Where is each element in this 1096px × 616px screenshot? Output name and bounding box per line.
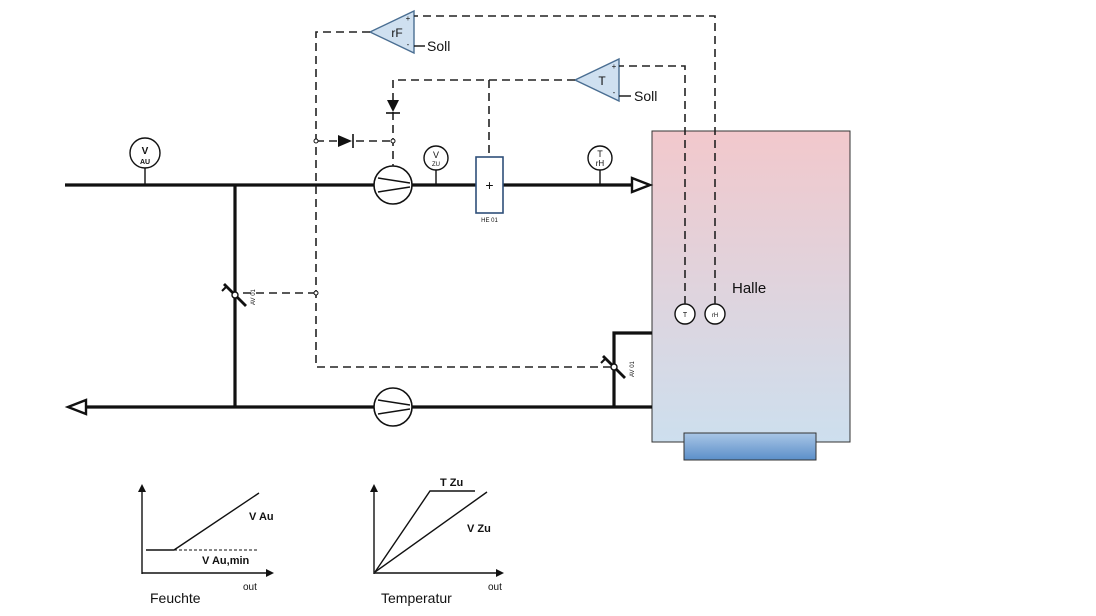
signal-temp-output [392, 79, 575, 100]
junction-node [390, 138, 396, 144]
outside-air-flow-sensor-bottom: AU [140, 159, 150, 166]
outside-air-flow-sensor-top: V [142, 146, 149, 157]
heat-exchanger-tag: HE 01 [481, 218, 498, 224]
temperature-controller-label: T [598, 74, 606, 88]
chart-humidity-curve-1-label: V Au [249, 511, 274, 523]
chart-humidity-x-label: out [243, 582, 257, 593]
chart-temperature-curve-2-label: V Zu [467, 523, 491, 535]
chart-temperature: T Zu V Zu out Temperatur [370, 477, 504, 606]
chart-temperature-curve-1-label: T Zu [440, 477, 463, 489]
supply-air-flow-sensor-bottom: ZU [432, 162, 440, 168]
curve-v-au [146, 492, 260, 551]
supply-temp-sensor-top: T [597, 149, 603, 159]
chart-humidity-caption: Feuchte [150, 590, 201, 606]
signal-hall-humidity [414, 15, 716, 304]
humidity-controller: rF + - Soll [368, 9, 450, 55]
hall-temp-sensor-label: T [683, 312, 688, 319]
mixing-damper [221, 283, 247, 307]
supply-air-flow-sensor-top: V [433, 150, 439, 160]
supply-temp-humidity-sensor: T rH [587, 145, 613, 185]
exhaust-arrow [64, 398, 88, 416]
temperature-controller-plus: + [612, 62, 617, 71]
heat-exchanger-symbol: + [485, 177, 493, 193]
humidity-controller-plus: + [406, 14, 411, 23]
temperature-controller-minus: - [613, 88, 616, 97]
junction-node [313, 290, 319, 296]
room-extract-duct [612, 331, 652, 407]
diode-temperature [386, 100, 400, 114]
hall-temp-sensor: T [674, 303, 696, 325]
supply-fan [373, 165, 413, 205]
temperature-controller: T + - Soll [573, 57, 657, 104]
exhaust-damper-tag: AV 01 [630, 360, 636, 377]
exhaust-fan [373, 387, 413, 427]
supply-air-flow-sensor: V ZU [423, 145, 449, 185]
hall-humidity-sensor-label: rH [712, 313, 718, 319]
junction-node [313, 138, 319, 144]
heat-exchanger [475, 156, 504, 214]
hall-humidity-sensor: rH [704, 303, 726, 325]
outside-air-flow-sensor: V AU [129, 137, 161, 185]
supply-humidity-sensor-bottom: rH [596, 159, 605, 168]
curve-v-zu [374, 491, 488, 573]
temperature-setpoint-label: Soll [634, 88, 657, 104]
diode-humidity [338, 134, 354, 148]
floor-heater [683, 432, 817, 461]
humidity-controller-minus: - [407, 40, 410, 49]
signal-hall-temp [619, 65, 686, 304]
signal-humidity-output [315, 31, 614, 368]
mixing-damper-tag: AV 01 [251, 288, 257, 305]
humidity-setpoint-label: Soll [427, 38, 450, 54]
chart-humidity: V Au V Au,min out Feuchte [138, 484, 274, 606]
chart-temperature-caption: Temperatur [381, 590, 452, 606]
supply-arrow [630, 176, 654, 194]
humidity-controller-label: rF [391, 26, 402, 40]
chart-temperature-x-label: out [488, 582, 502, 593]
hall-label: Halle [732, 280, 766, 297]
curve-t-zu [374, 490, 475, 573]
chart-humidity-curve-2-label: V Au,min [202, 555, 250, 567]
